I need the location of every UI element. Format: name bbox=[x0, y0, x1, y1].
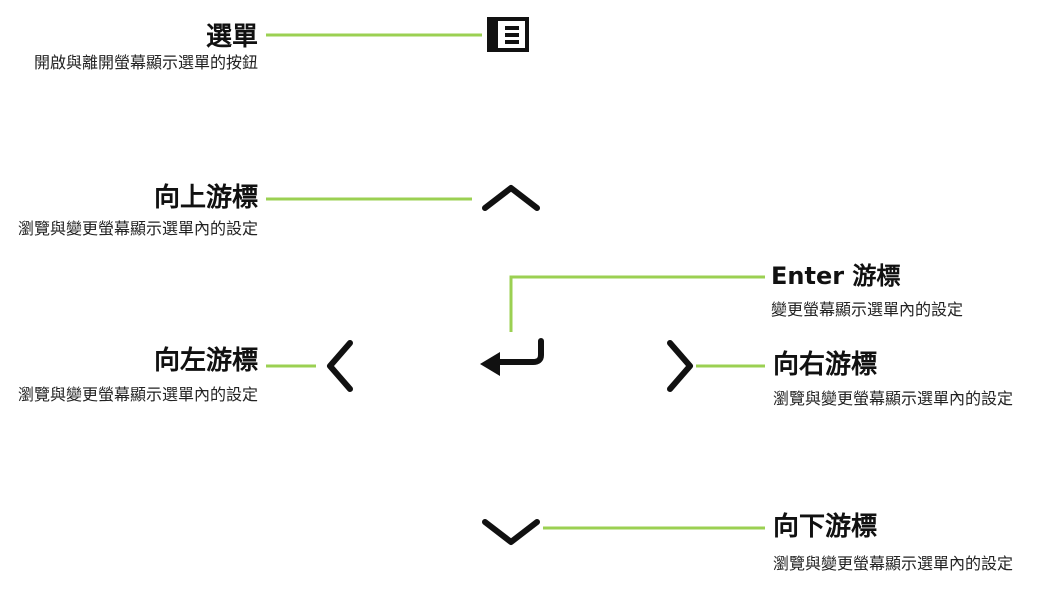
enter-connector bbox=[509, 275, 765, 332]
menu-title: 選單 bbox=[205, 22, 258, 52]
left-description: 瀏覽與變更螢幕顯示選單內的設定 bbox=[17, 385, 258, 404]
menu-icon[interactable] bbox=[487, 17, 529, 52]
up-title: 向上游標 bbox=[153, 183, 258, 213]
connector-lines bbox=[266, 33, 765, 530]
left-title: 向左游標 bbox=[153, 346, 258, 376]
enter-icon[interactable] bbox=[480, 338, 544, 376]
up-description: 瀏覽與變更螢幕顯示選單內的設定 bbox=[17, 219, 258, 238]
enter-title: Enter 游標 bbox=[771, 262, 901, 290]
menu-description: 開啟與離開螢幕顯示選單的按鈕 bbox=[33, 53, 258, 72]
down-description: 瀏覽與變更螢幕顯示選單內的設定 bbox=[773, 554, 1014, 573]
right-description: 瀏覽與變更螢幕顯示選單內的設定 bbox=[773, 389, 1014, 408]
chevron-up-icon[interactable] bbox=[482, 185, 540, 211]
chevron-down-icon[interactable] bbox=[482, 519, 540, 545]
right-title: 向右游標 bbox=[773, 350, 878, 380]
chevron-left-icon[interactable] bbox=[327, 340, 353, 392]
enter-description: 變更螢幕顯示選單內的設定 bbox=[771, 300, 964, 319]
down-title: 向下游標 bbox=[773, 512, 878, 542]
chevron-right-icon[interactable] bbox=[667, 340, 693, 392]
